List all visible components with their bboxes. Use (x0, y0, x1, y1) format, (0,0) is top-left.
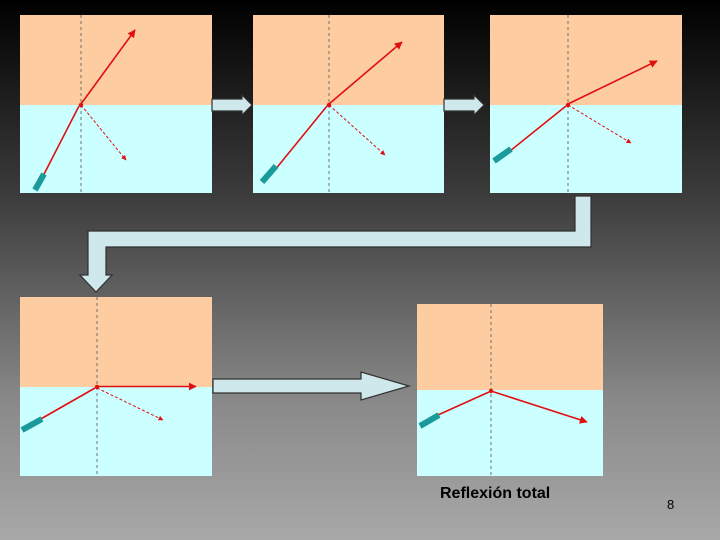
lower-medium (253, 105, 444, 193)
incidence-point (565, 102, 571, 108)
lower-medium (20, 105, 212, 193)
laser-icon (20, 416, 44, 433)
reflected-ray (567, 104, 632, 144)
lower-medium (490, 105, 682, 193)
lower-medium (20, 387, 212, 476)
upper-medium (490, 15, 682, 105)
reflected-ray (80, 104, 127, 161)
reflected-ray (490, 390, 588, 424)
incident-ray (428, 391, 490, 420)
reflected-ray (328, 104, 386, 156)
refracted-ray (80, 29, 136, 105)
upper-medium (253, 15, 444, 105)
incident-ray (269, 105, 328, 177)
arrow-right-icon (443, 93, 485, 117)
laser-icon (32, 172, 47, 192)
incidence-point (326, 102, 332, 108)
arrow-right-icon (212, 371, 412, 401)
laser-icon (418, 412, 441, 429)
panel-2 (253, 15, 444, 193)
refracted-ray (567, 60, 658, 105)
lower-medium (417, 390, 603, 476)
reflected-ray (96, 387, 164, 421)
incidence-point (78, 102, 84, 108)
upper-medium (20, 15, 212, 105)
elbow-arrow-icon (78, 195, 592, 293)
upper-medium (20, 297, 212, 387)
laser-icon (492, 146, 513, 164)
laser-icon (259, 164, 279, 184)
panel-5 (417, 304, 603, 476)
incident-ray (31, 387, 96, 425)
caption-total-reflection: Reflexión total (440, 485, 551, 502)
arrow-right-icon (211, 93, 253, 117)
panel-3 (490, 15, 682, 193)
incident-ray (39, 105, 80, 183)
page-number: 8 (667, 497, 675, 512)
incidence-point (488, 388, 494, 394)
upper-medium (417, 304, 603, 390)
panel-4 (20, 297, 212, 476)
incidence-point (94, 384, 100, 390)
refracted-ray (328, 41, 403, 105)
panel-1 (20, 15, 212, 193)
incident-ray (504, 105, 567, 156)
